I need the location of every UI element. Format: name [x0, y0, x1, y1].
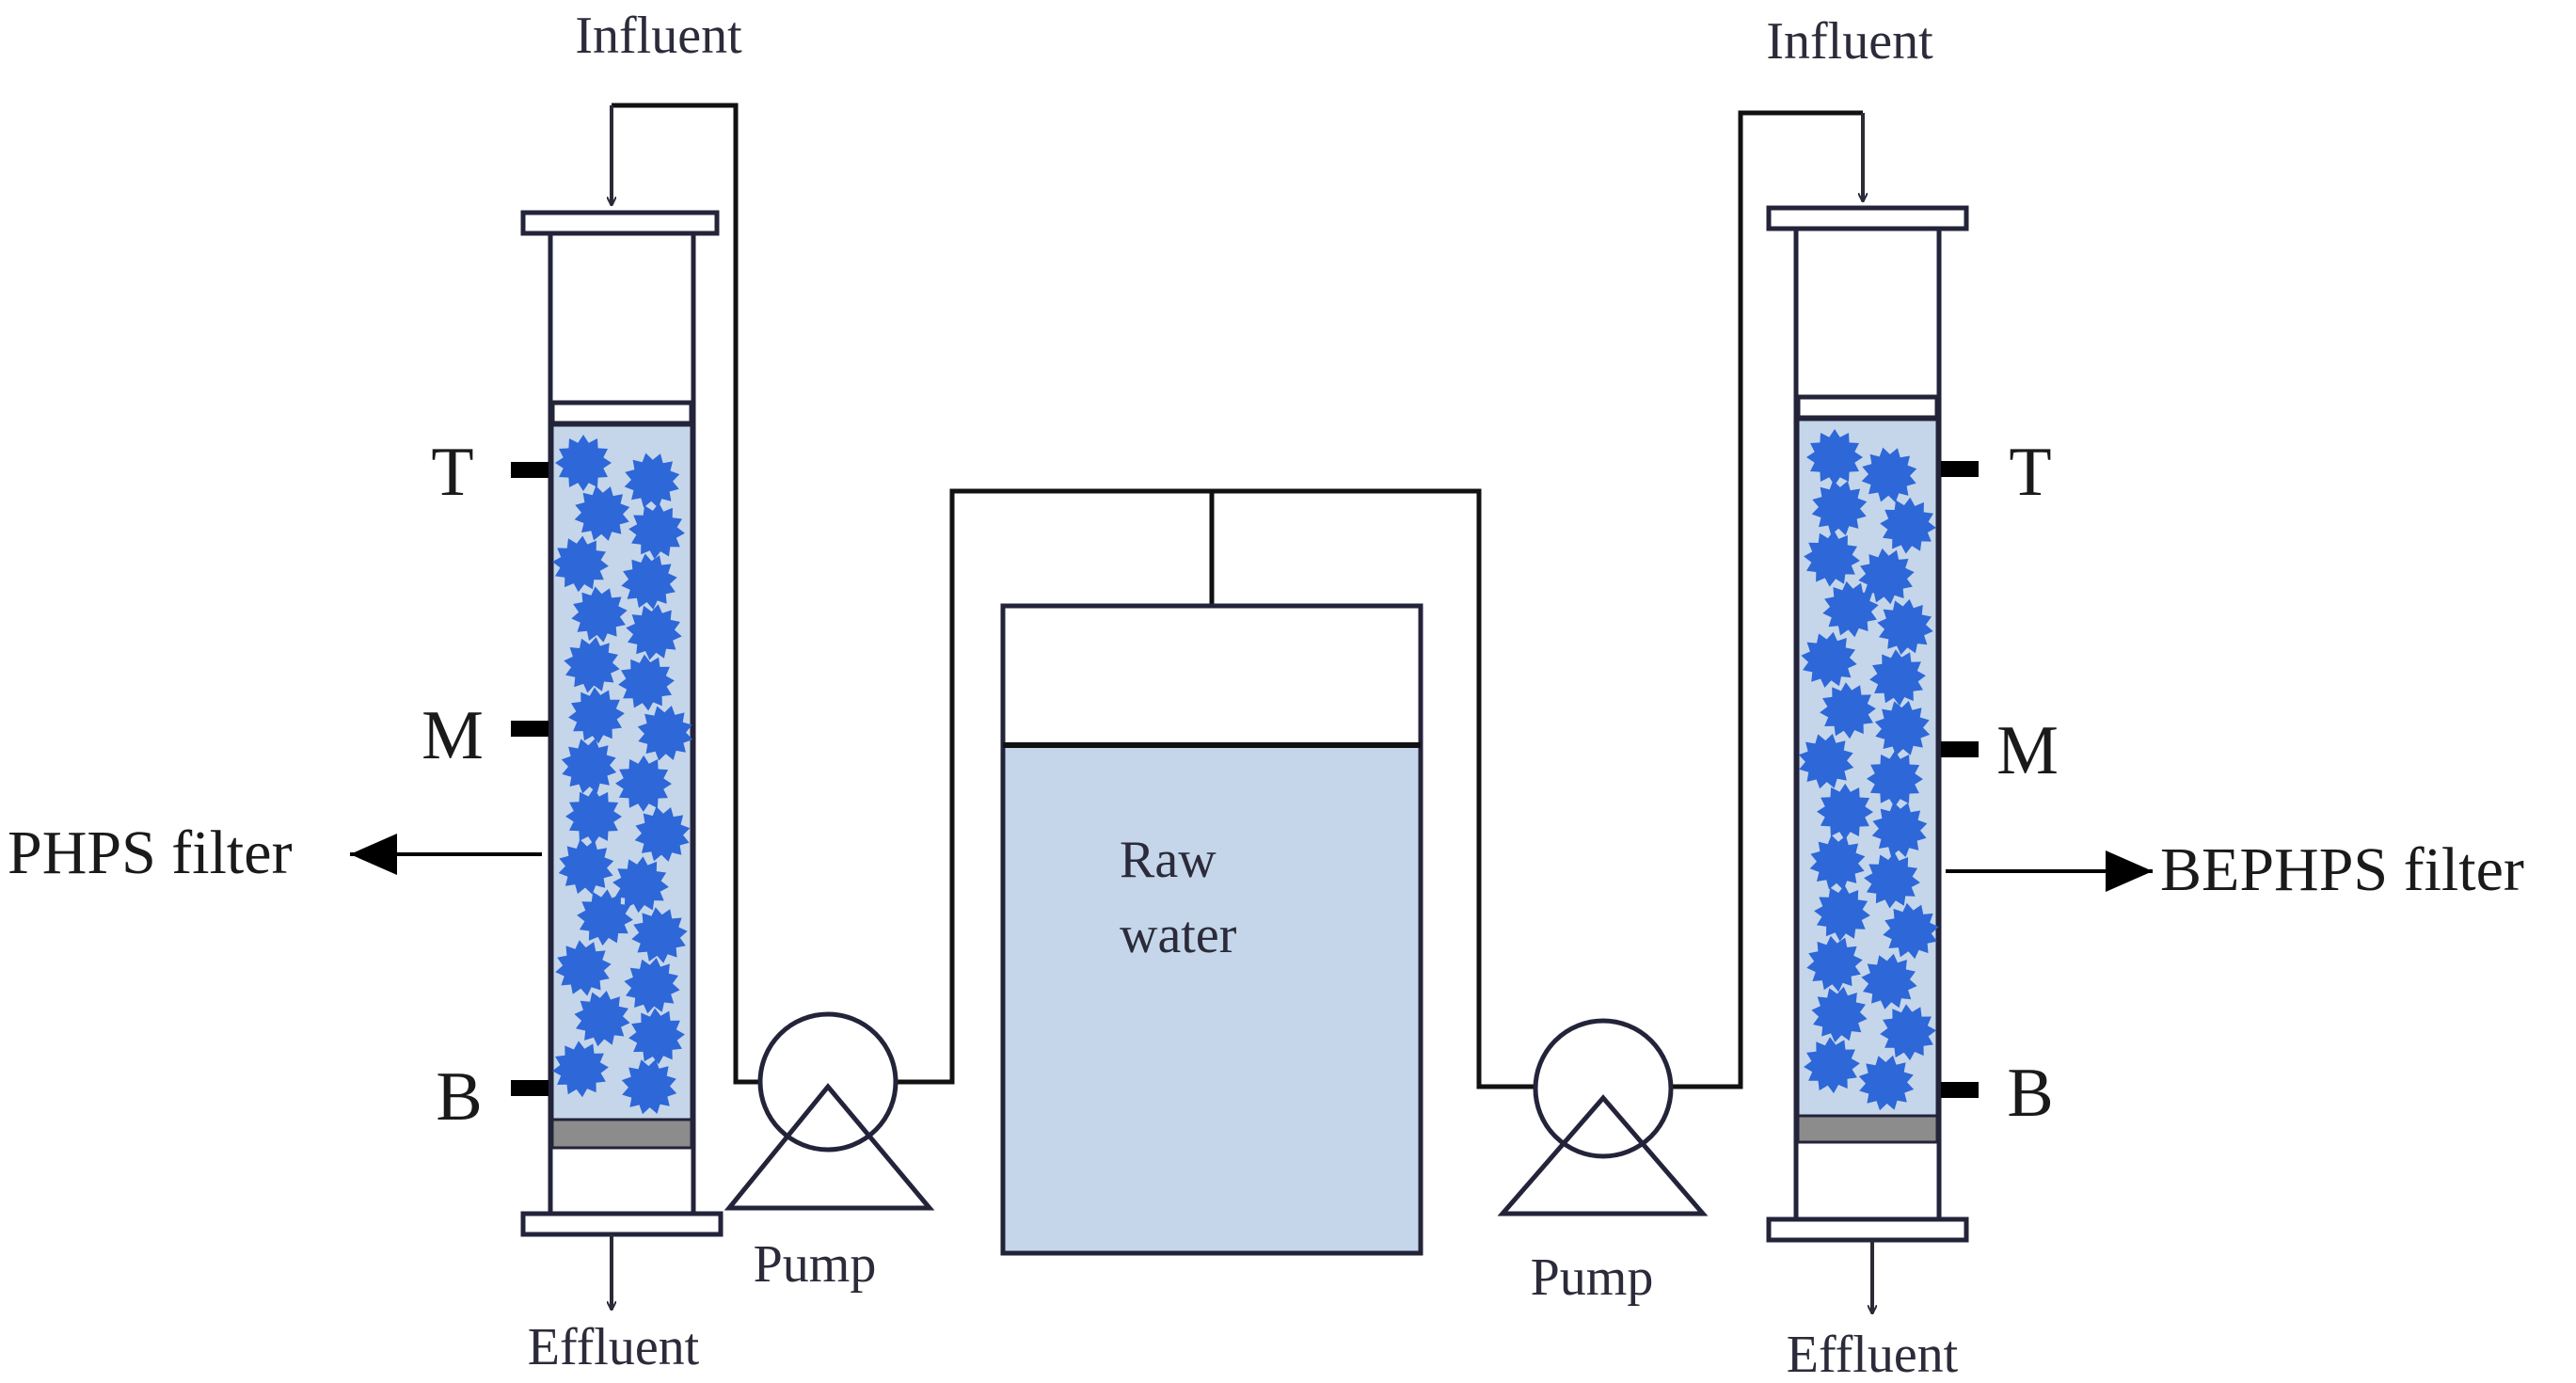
- right-top-screen: [1795, 394, 1940, 421]
- left-pump: Pump: [724, 488, 1535, 1294]
- right-port-tick-middle: [1941, 741, 1979, 757]
- left-column-bottom-cap: [520, 1211, 724, 1237]
- right-pump-impeller: [1533, 1018, 1674, 1159]
- media-bead: [558, 839, 614, 895]
- media-bead: [612, 856, 669, 914]
- media-bead: [1804, 1037, 1860, 1094]
- left-port-label-middle: M: [421, 697, 484, 774]
- media-bead: [561, 738, 617, 794]
- tank-label-line1: Raw: [1120, 831, 1216, 889]
- media-bead: [574, 991, 630, 1047]
- media-bead: [1806, 429, 1863, 485]
- right-port-label-middle: M: [1996, 712, 2059, 789]
- right-column-top-cap: [1766, 205, 1969, 231]
- left-pump-label: Pump: [754, 1235, 877, 1294]
- left-port-tick-top: [511, 462, 549, 478]
- left-top-screen: [549, 400, 694, 426]
- tank-outline: [1000, 603, 1423, 1256]
- right-port-tick-top: [1941, 461, 1979, 477]
- media-bead: [621, 553, 677, 610]
- tank-label-line2: water: [1120, 906, 1237, 964]
- media-bead: [568, 687, 625, 744]
- right-pump-outlet-pipe: [1670, 110, 1863, 1089]
- media-bead: [615, 755, 672, 812]
- media-bead: [564, 637, 620, 693]
- right-effluent-label: Effluent: [1787, 1326, 1959, 1383]
- media-bead: [1864, 851, 1920, 909]
- right-filter-name-label: BEPHPS filter: [2160, 835, 2524, 904]
- left-filter-name-label: PHPS filter: [8, 819, 293, 887]
- right-support-layer: [1796, 1114, 1939, 1144]
- media-bead: [1801, 631, 1857, 688]
- media-bead: [1877, 598, 1933, 655]
- media-bead: [1804, 530, 1860, 587]
- left-column-top-cap: [520, 210, 720, 236]
- left-filter-column: Influent Effluent T M B PHPS filter: [8, 7, 760, 1376]
- media-bead: [1880, 1004, 1936, 1061]
- media-bead: [628, 1008, 685, 1065]
- right-filter-column: Influent Effluent T M B BEPHPS filter: [1766, 12, 2524, 1383]
- left-port-label-top: T: [431, 434, 473, 511]
- raw-water-tank: Raw water: [1000, 603, 1423, 1256]
- left-media-beads: [552, 435, 693, 1115]
- media-bead: [577, 889, 633, 946]
- media-bead: [624, 958, 680, 1014]
- media-bead: [1814, 884, 1870, 942]
- right-port-label-top: T: [2009, 434, 2051, 511]
- media-bead: [1874, 700, 1931, 756]
- media-bead: [626, 604, 682, 660]
- left-influent-pipe: [612, 103, 760, 1085]
- media-bead: [1858, 1055, 1915, 1111]
- media-bead: [1880, 497, 1936, 554]
- media-bead: [621, 1058, 677, 1115]
- media-bead: [628, 502, 685, 560]
- right-port-label-bottom: B: [2007, 1055, 2053, 1132]
- right-column-bottom-cap: [1766, 1216, 1969, 1243]
- left-port-tick-middle: [511, 721, 549, 737]
- media-bead: [1817, 783, 1873, 840]
- media-bead: [565, 787, 622, 845]
- right-media-beads: [1798, 429, 1939, 1111]
- media-bead: [571, 586, 628, 643]
- media-bead: [1867, 750, 1923, 807]
- media-bead: [574, 485, 630, 541]
- media-bead: [1822, 580, 1879, 638]
- left-port-tick-bottom: [511, 1080, 549, 1096]
- media-bead: [618, 654, 675, 711]
- media-bead: [1811, 480, 1868, 536]
- media-bead: [1869, 649, 1926, 707]
- left-pump-impeller: [757, 1011, 898, 1152]
- left-influent-label: Influent: [575, 7, 742, 65]
- media-bead: [1811, 986, 1868, 1042]
- media-bead: [1861, 953, 1917, 1009]
- tank-water: [1003, 745, 1421, 1253]
- media-bead: [634, 806, 691, 862]
- media-bead: [637, 706, 693, 761]
- media-bead: [1820, 682, 1876, 739]
- media-bead: [552, 1041, 609, 1098]
- media-bead: [1806, 935, 1863, 993]
- left-port-label-bottom: B: [436, 1058, 482, 1136]
- left-pump-to-tank-pipe: [896, 488, 1535, 1089]
- right-pump: Pump: [1497, 110, 1863, 1307]
- media-bead: [1858, 548, 1915, 605]
- left-support-layer: [550, 1118, 693, 1150]
- media-bead: [1809, 835, 1866, 891]
- media-bead: [1798, 733, 1854, 789]
- media-bead: [1871, 802, 1928, 858]
- media-bead: [552, 535, 609, 593]
- media-bead: [555, 940, 612, 996]
- right-port-tick-bottom: [1941, 1082, 1979, 1098]
- media-bead: [1883, 902, 1939, 960]
- right-influent-label: Influent: [1766, 12, 1933, 71]
- right-pump-label: Pump: [1531, 1248, 1654, 1307]
- media-bead: [555, 435, 612, 491]
- media-bead: [1861, 447, 1917, 503]
- media-bead: [624, 453, 680, 508]
- media-bead: [631, 907, 688, 963]
- left-effluent-label: Effluent: [528, 1318, 700, 1376]
